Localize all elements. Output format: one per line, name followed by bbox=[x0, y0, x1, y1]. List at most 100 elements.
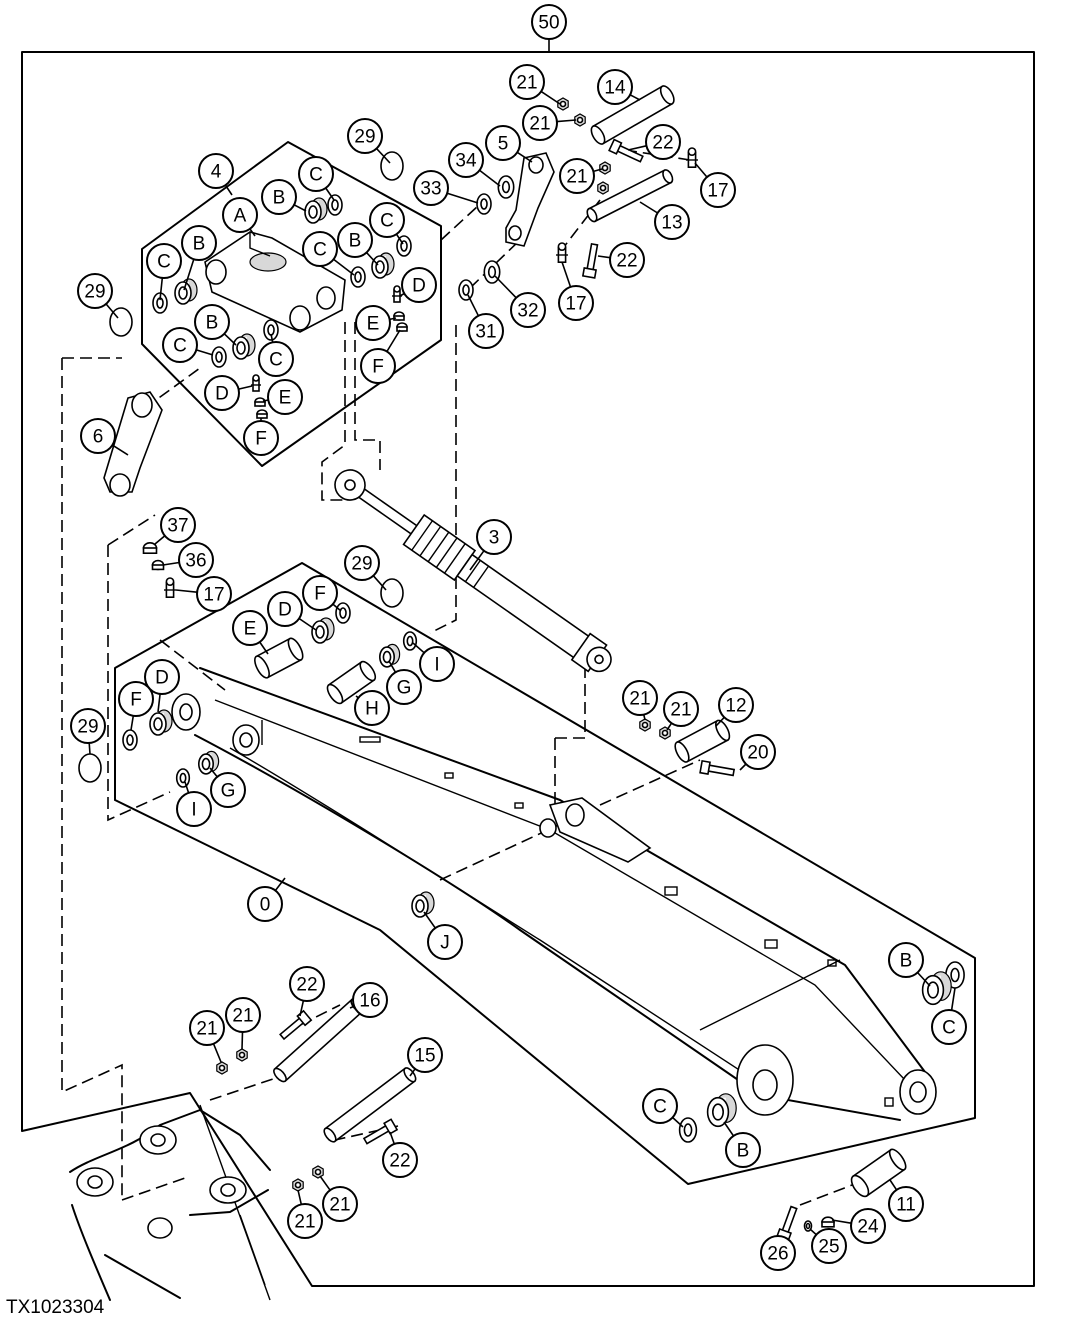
callout-label: 21 bbox=[670, 700, 691, 721]
washer-c bbox=[396, 235, 412, 257]
callout-circle bbox=[663, 691, 699, 727]
callout-g: G bbox=[386, 669, 422, 705]
callout-d: D bbox=[401, 267, 437, 303]
callout-label: 29 bbox=[351, 554, 372, 575]
callout-label: 14 bbox=[604, 78, 626, 99]
washer-i bbox=[402, 631, 418, 651]
leader-line bbox=[446, 192, 479, 204]
callout-circle bbox=[558, 285, 594, 321]
callout-14: 14 bbox=[597, 69, 633, 105]
washer-31 bbox=[458, 279, 474, 301]
bushing-j bbox=[411, 891, 435, 918]
callout-circle bbox=[609, 242, 645, 278]
leader-line bbox=[639, 201, 659, 214]
callout-label: 4 bbox=[211, 162, 222, 183]
callout-label: C bbox=[942, 1018, 956, 1039]
callout-b: B bbox=[337, 222, 373, 258]
callout-label: I bbox=[191, 800, 196, 821]
washer-34 bbox=[497, 175, 515, 199]
callout-label: 13 bbox=[661, 213, 682, 234]
callout-label: 25 bbox=[818, 1237, 839, 1258]
cap-f bbox=[396, 322, 408, 332]
callout-label: 26 bbox=[767, 1244, 788, 1265]
callout-17: 17 bbox=[700, 172, 736, 208]
callout-circle bbox=[225, 997, 261, 1033]
leader-line bbox=[389, 317, 397, 321]
callout-50: 50 bbox=[531, 4, 567, 40]
callout-29: 29 bbox=[347, 118, 383, 154]
callout-c: C bbox=[642, 1088, 678, 1124]
leader-line bbox=[831, 1219, 852, 1224]
callout-25: 25 bbox=[811, 1228, 847, 1264]
leader-line bbox=[629, 94, 641, 101]
pin-14 bbox=[590, 85, 675, 145]
small-parts bbox=[78, 97, 965, 1242]
callout-circle bbox=[700, 172, 736, 208]
callout-label: C bbox=[309, 165, 323, 186]
leader-line bbox=[365, 251, 379, 266]
callout-circle bbox=[642, 1088, 678, 1124]
callout-f: F bbox=[243, 420, 279, 456]
callout-circle bbox=[302, 575, 338, 611]
bushing-d bbox=[311, 617, 335, 644]
callout-22: 22 bbox=[609, 242, 645, 278]
callout-label: 24 bbox=[857, 1217, 879, 1238]
callout-circle bbox=[267, 379, 303, 415]
leader-line bbox=[319, 1175, 331, 1191]
bolt-26 bbox=[775, 1205, 798, 1242]
leader-line bbox=[423, 911, 436, 929]
link-a bbox=[204, 231, 346, 333]
dashed-guides bbox=[61, 149, 861, 1206]
callout-e: E bbox=[267, 379, 303, 415]
callout-c: C bbox=[298, 156, 334, 192]
callout-label: C bbox=[653, 1097, 667, 1118]
callout-circle bbox=[597, 69, 633, 105]
callout-label: 32 bbox=[517, 301, 538, 322]
cap-f bbox=[256, 409, 268, 419]
callout-21: 21 bbox=[189, 1010, 225, 1046]
nut-21 bbox=[292, 1178, 304, 1192]
callout-label: C bbox=[380, 211, 394, 232]
callout-circle bbox=[337, 222, 373, 258]
washer-c bbox=[263, 319, 279, 341]
callout-label: 21 bbox=[232, 1006, 253, 1027]
link-5 bbox=[505, 152, 555, 247]
callout-label: B bbox=[349, 231, 362, 252]
callout-circle bbox=[247, 886, 283, 922]
callout-circle bbox=[322, 1186, 358, 1222]
callout-circle bbox=[243, 420, 279, 456]
leader-line bbox=[130, 715, 135, 731]
callout-label: 50 bbox=[538, 13, 559, 34]
callout-label: 21 bbox=[196, 1019, 217, 1040]
callout-label: 21 bbox=[566, 167, 587, 188]
callout-circle bbox=[413, 170, 449, 206]
callout-circle bbox=[360, 348, 396, 384]
callout-label: C bbox=[269, 350, 283, 371]
seal-e bbox=[393, 311, 405, 321]
callout-label: 6 bbox=[93, 427, 104, 448]
leader-line bbox=[597, 255, 611, 259]
washer-f bbox=[122, 729, 138, 751]
callout-circle bbox=[369, 202, 405, 238]
callout-22: 22 bbox=[382, 1142, 418, 1178]
callout-label: B bbox=[737, 1141, 750, 1162]
leader-line bbox=[111, 444, 129, 456]
leader-line bbox=[297, 1189, 303, 1205]
callout-circle bbox=[476, 519, 512, 555]
callout-21: 21 bbox=[622, 680, 658, 716]
washer-i bbox=[175, 768, 191, 788]
callout-d: D bbox=[267, 591, 303, 627]
leader-line bbox=[105, 303, 119, 319]
fitting-17 bbox=[686, 147, 698, 169]
callout-circle bbox=[931, 1009, 967, 1045]
bushing-b bbox=[232, 333, 256, 360]
callout-label: 0 bbox=[260, 895, 271, 916]
cap-37 bbox=[142, 541, 158, 554]
washer-25 bbox=[803, 1220, 813, 1232]
leader-line bbox=[175, 589, 198, 593]
link-6 bbox=[103, 391, 163, 497]
leader-line bbox=[388, 660, 397, 673]
callout-circle bbox=[118, 681, 154, 717]
leader-line bbox=[209, 767, 218, 778]
leader-line bbox=[223, 333, 237, 346]
